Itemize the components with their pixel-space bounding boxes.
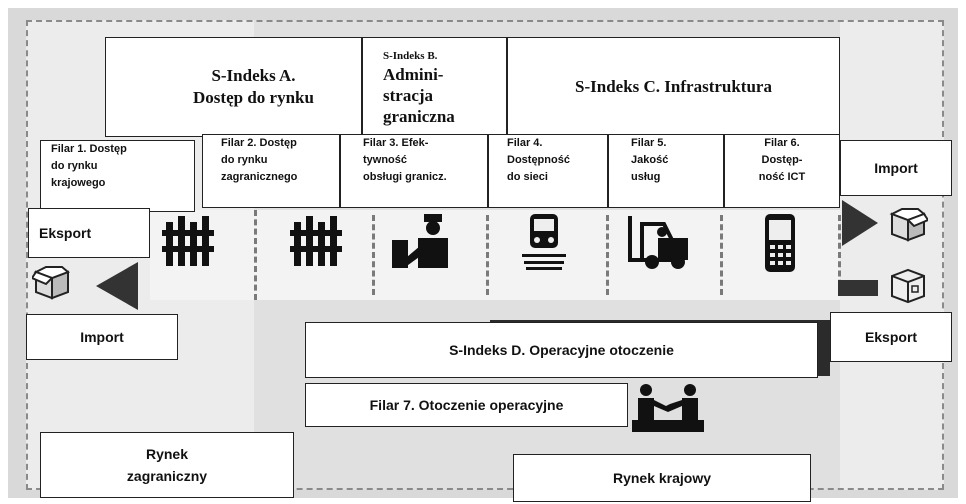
pillar-4-label: Dostępność: [507, 154, 570, 166]
pillar-2-label: zagranicznego: [221, 171, 298, 183]
export-bar-icon: [838, 280, 878, 296]
pillar-5-label: usług: [631, 171, 661, 183]
pillar-2-box: Filar 2. Dostęp do rynku zagranicznego: [202, 134, 340, 208]
right-export-text: Eksport: [864, 329, 918, 345]
domestic-right-zone: [840, 20, 944, 490]
pillar-1-label: krajowego: [51, 177, 106, 189]
left-export-text: Eksport: [39, 225, 92, 241]
pillar-1-box: Filar 1. Dostęp do rynku krajowego: [40, 140, 195, 212]
s-index-a-title: S-Indeks A.: [211, 66, 296, 85]
pillar-3-label: Filar 3. Efek-: [363, 137, 429, 149]
fence-icon: [290, 216, 342, 266]
pillar-1-label: Filar 1. Dostęp: [51, 143, 127, 155]
s-index-b-title: S-Indeks B.: [383, 49, 438, 62]
pillar-3-label: tywność: [363, 154, 408, 166]
pillar-separator: [838, 215, 841, 295]
right-export-label: Eksport: [830, 312, 952, 362]
domestic-market-box: Rynek krajowy: [513, 454, 811, 502]
pillar-6-label: ność ICT: [758, 171, 806, 183]
train-icon: [522, 214, 566, 270]
left-import-text: Import: [80, 329, 124, 345]
pillar-2-label: Filar 2. Dostęp: [221, 137, 297, 149]
box-icon: [888, 268, 928, 304]
box-icon: [888, 208, 928, 244]
pillar-7-label: Filar 7. Otoczenie operacyjne: [369, 397, 564, 413]
s-index-d-box: S-Indeks D. Operacyjne otoczenie: [305, 322, 818, 378]
pillar-3-box: Filar 3. Efek- tywność obsługi granicz.: [340, 134, 488, 208]
pillar-separator: [606, 215, 609, 295]
left-import-label: Import: [26, 314, 178, 360]
pillar-3-label: obsługi granicz.: [363, 171, 447, 183]
pillar-icon-strip: [150, 210, 840, 300]
s-index-d-title: S-Indeks D. Operacyjne otoczenie: [449, 342, 674, 358]
domestic-market-label: Rynek krajowy: [612, 470, 712, 486]
pillar-2-label: do rynku: [221, 154, 268, 166]
foreign-market-label: zagraniczny: [126, 468, 208, 484]
s-index-c-box: S-Indeks C. Infrastruktura: [507, 37, 840, 137]
fence-icon: [162, 216, 214, 266]
pillar-6-box: Filar 6. Dostęp- ność ICT: [724, 134, 840, 208]
pillar-5-label: Jakość: [631, 154, 669, 166]
arrow-right-icon: [842, 200, 878, 246]
right-import-text: Import: [874, 160, 918, 176]
pillar-7-box: Filar 7. Otoczenie operacyjne: [305, 383, 628, 427]
pillar-4-label: Filar 4.: [507, 137, 543, 149]
pillar-5-label: Filar 5.: [631, 137, 667, 149]
s-index-b-box: S-Indeks B. Admini- stracja graniczna: [362, 37, 507, 137]
s-index-b-line: stracja: [383, 85, 434, 105]
customs-officer-icon: [390, 212, 450, 270]
arrow-left-icon: [96, 262, 138, 310]
s-index-b-line: graniczna: [383, 106, 455, 126]
handshake-icon: [632, 384, 704, 432]
pillar-1-label: do rynku: [51, 160, 98, 172]
s-index-c-title: S-Indeks C. Infrastruktura: [575, 77, 772, 96]
foreign-market-box: Rynek zagraniczny: [40, 432, 294, 498]
pillar-4-box: Filar 4. Dostępność do sieci: [488, 134, 608, 208]
left-export-label: Eksport: [28, 208, 150, 258]
forklift-icon: [628, 214, 690, 270]
pillar-separator: [486, 215, 489, 295]
s-index-a-box: S-Indeks A. Dostęp do rynku: [105, 37, 362, 137]
box-icon: [32, 266, 72, 302]
pillar-separator: [254, 210, 257, 300]
right-import-label: Import: [840, 140, 952, 196]
s-index-b-line: Admini-: [383, 64, 444, 84]
mobile-phone-icon: [765, 214, 795, 272]
pillar-separator: [372, 215, 375, 295]
market-boundary: [26, 20, 944, 490]
foreign-market-label: Rynek: [145, 446, 189, 462]
pillar-4-label: do sieci: [507, 171, 548, 183]
pillar-6-label: Filar 6.: [764, 137, 800, 149]
pillar-6-label: Dostęp-: [761, 154, 803, 166]
pillar-5-box: Filar 5. Jakość usług: [608, 134, 724, 208]
s-index-a-subtitle: Dostęp do rynku: [193, 88, 314, 107]
pillar-separator: [720, 215, 723, 295]
